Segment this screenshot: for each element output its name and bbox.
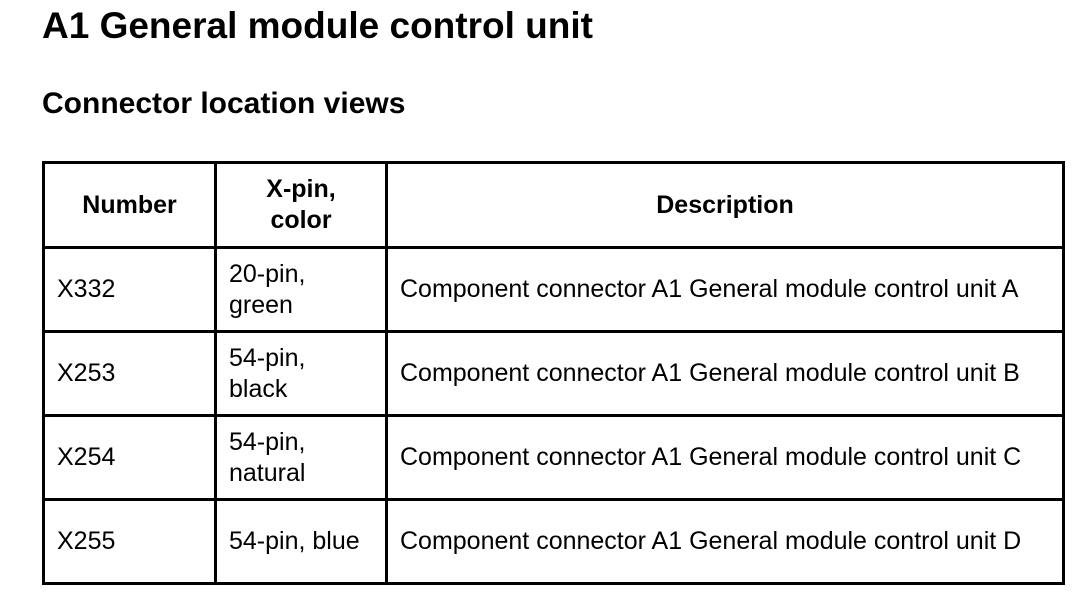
column-header-description: Description — [385, 161, 1065, 249]
column-header-xpin-color: X-pin, color — [214, 161, 388, 249]
table-row: X332 20-pin, green Component connector A… — [42, 246, 1065, 333]
cell-number: X332 — [42, 246, 217, 333]
cell-xpin-color: 20-pin, green — [214, 246, 388, 333]
cell-xpin-color: 54-pin, blue — [214, 498, 388, 585]
cell-number: X254 — [42, 414, 217, 501]
column-header-number: Number — [42, 161, 217, 249]
section-title: Connector location views — [42, 87, 406, 120]
connector-table: Number X-pin, color Description X332 20-… — [42, 161, 1065, 585]
cell-description: Component connector A1 General module co… — [385, 414, 1065, 501]
table-row: X253 54-pin, black Component connector A… — [42, 330, 1065, 417]
table-row: X254 54-pin, natural Component connector… — [42, 414, 1065, 501]
cell-description: Component connector A1 General module co… — [385, 498, 1065, 585]
cell-number: X253 — [42, 330, 217, 417]
cell-number: X255 — [42, 498, 217, 585]
cell-description: Component connector A1 General module co… — [385, 246, 1065, 333]
cell-xpin-color: 54-pin, natural — [214, 414, 388, 501]
cell-description: Component connector A1 General module co… — [385, 330, 1065, 417]
cell-xpin-color: 54-pin, black — [214, 330, 388, 417]
table-header-row: Number X-pin, color Description — [42, 161, 1065, 249]
table-row: X255 54-pin, blue Component connector A1… — [42, 498, 1065, 585]
page-title: A1 General module control unit — [42, 5, 593, 46]
